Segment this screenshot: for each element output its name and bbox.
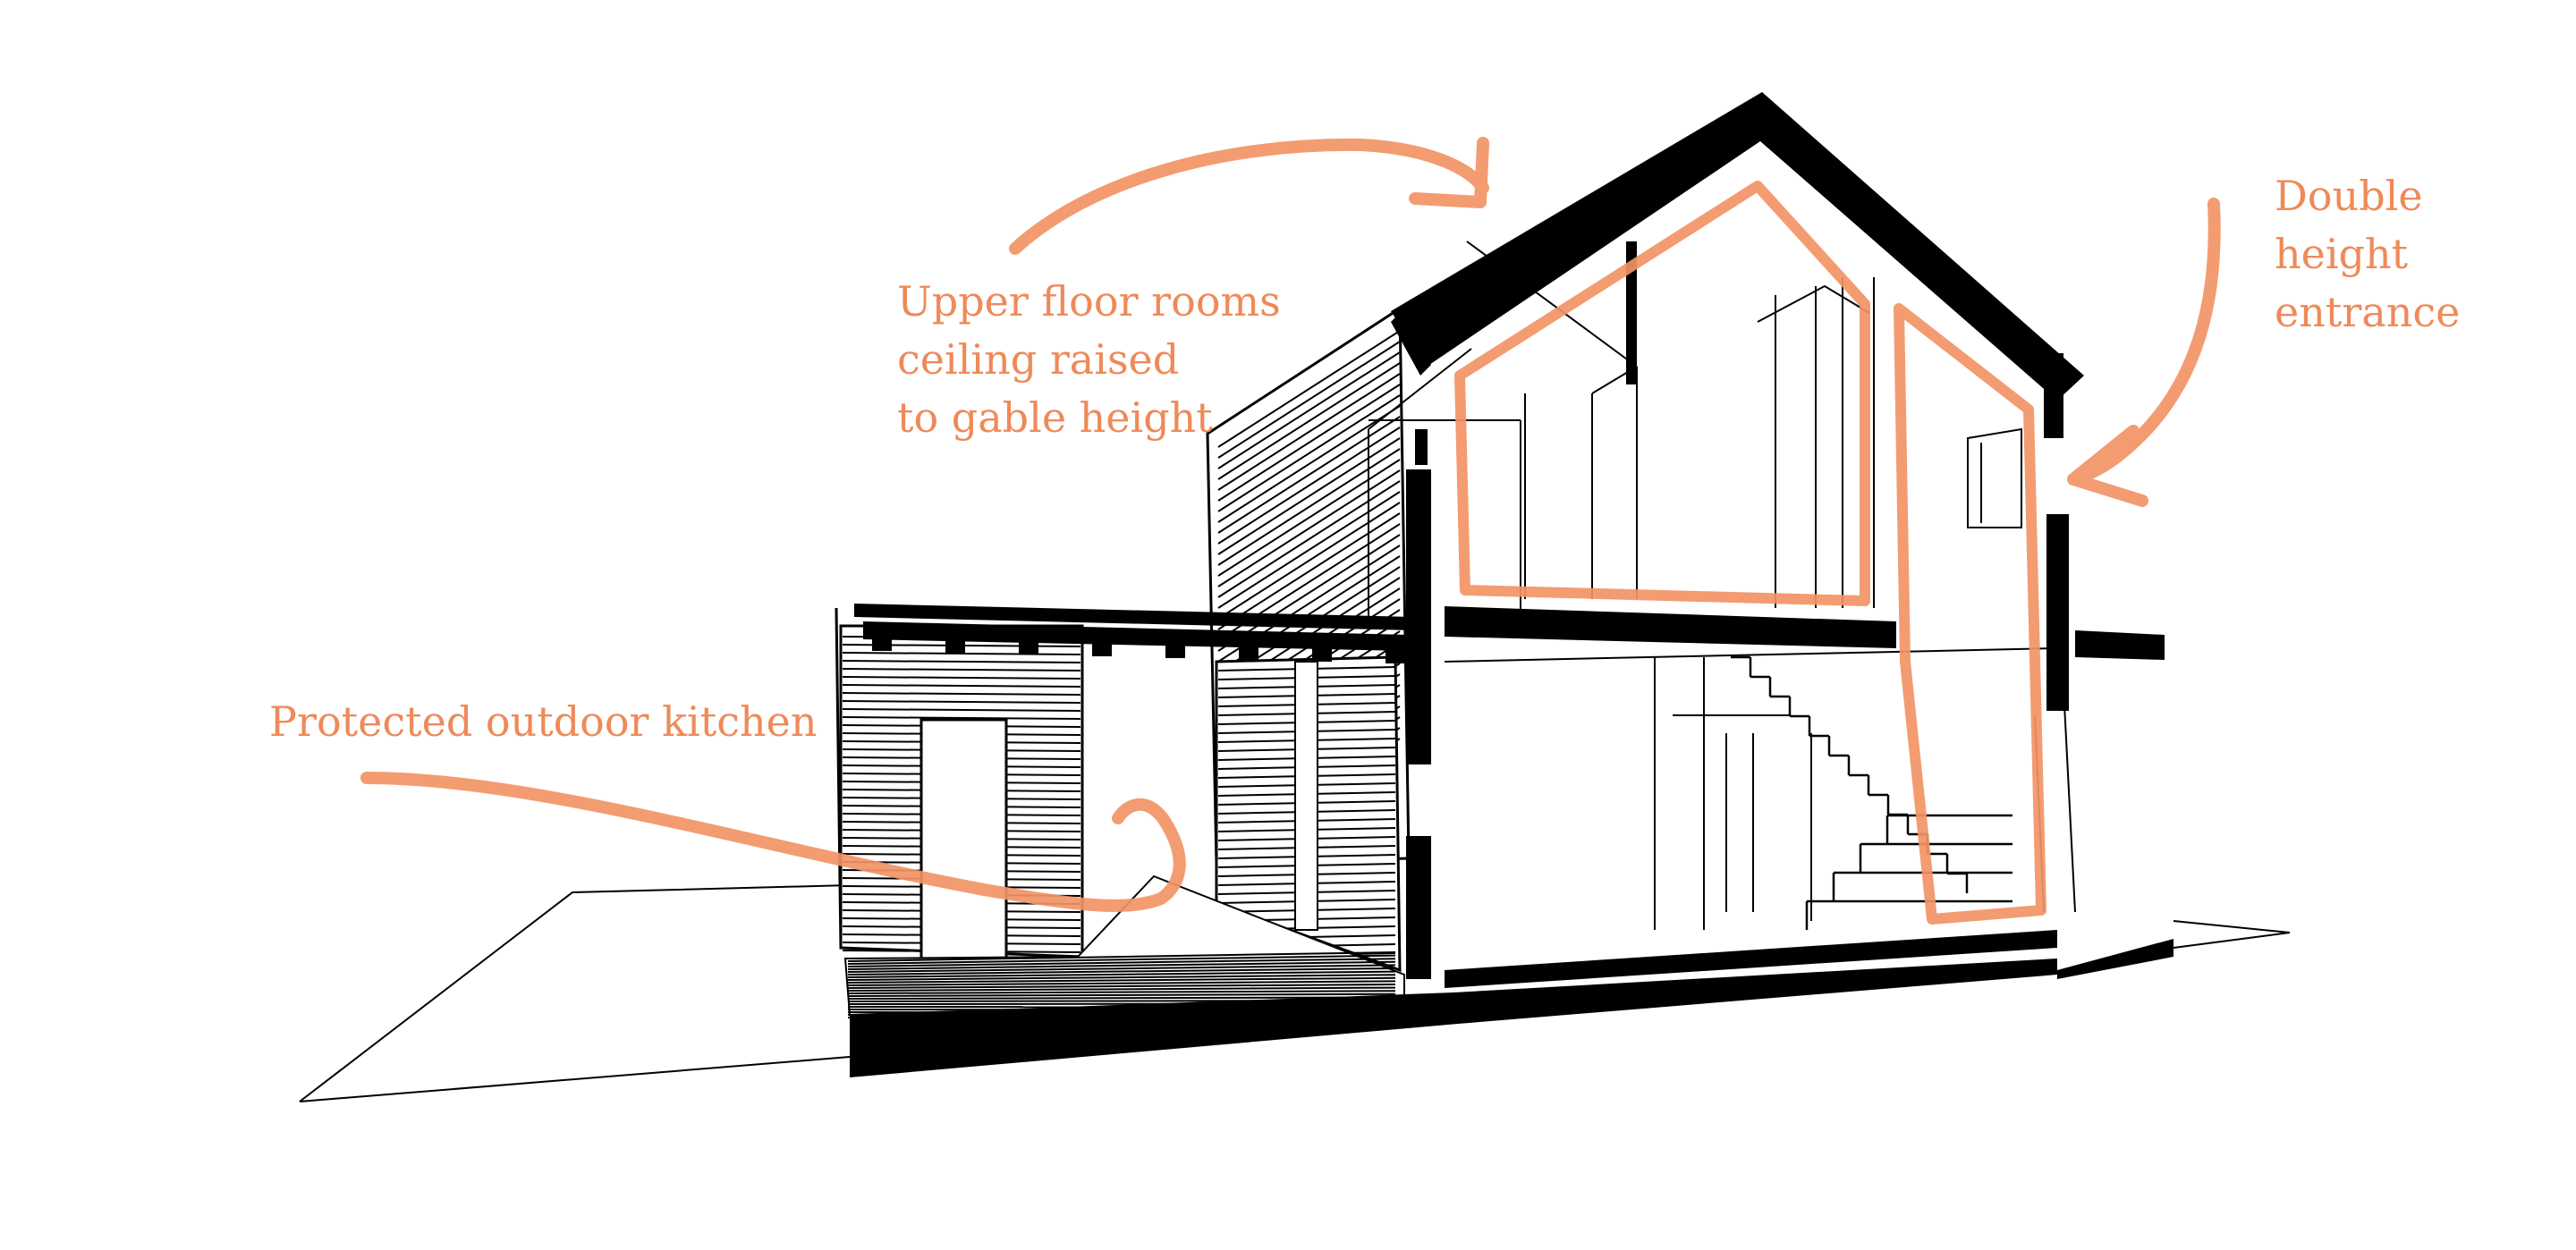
kitchen-arrow xyxy=(360,772,1186,912)
siding-line xyxy=(1217,362,1401,480)
siding-line xyxy=(1217,491,1401,609)
siding-line xyxy=(1217,351,1401,469)
deck-line xyxy=(847,967,1396,976)
siding-line xyxy=(1217,330,1401,448)
siding-line xyxy=(1217,469,1401,587)
ground-plane xyxy=(299,884,2291,1102)
rafter xyxy=(1312,637,1332,662)
upper-floor-arrow xyxy=(1009,138,1489,255)
deck-line xyxy=(847,970,1396,978)
annotation-outdoor-kitchen: Protected outdoor kitchen xyxy=(269,693,817,751)
siding-line xyxy=(1217,416,1401,534)
siding-line xyxy=(1217,373,1401,491)
rafter xyxy=(1165,633,1185,658)
siding-line xyxy=(1217,480,1401,598)
siding-line xyxy=(1217,341,1401,459)
annotation-arrows xyxy=(360,137,2221,912)
deck-line xyxy=(847,980,1396,986)
rafter xyxy=(872,626,892,651)
interior-lines xyxy=(1368,241,2076,930)
siding-line xyxy=(1217,384,1401,502)
siding-line xyxy=(1217,459,1401,577)
deck-line xyxy=(847,976,1396,984)
siding-line xyxy=(1217,437,1401,555)
deck-line xyxy=(847,960,1396,970)
deck-line xyxy=(847,990,1396,994)
deck-line xyxy=(847,974,1396,981)
foundation-slab xyxy=(850,939,2174,1077)
upper-floor-slab xyxy=(1445,606,1896,648)
annotation-upper-floor-rooms: Upper floor rooms ceiling raised to gabl… xyxy=(897,273,1281,447)
upper-rooms-highlight xyxy=(1454,181,1870,606)
kitchen-left-wall xyxy=(839,624,1084,961)
annotation-double-height-entrance: Double height entrance xyxy=(2275,167,2460,342)
staircase xyxy=(1731,655,2012,930)
siding-line xyxy=(842,652,1081,655)
siding-line xyxy=(842,716,1081,720)
annotation-line: height xyxy=(2275,230,2409,278)
entrance-arrow xyxy=(2067,198,2221,486)
siding-line xyxy=(842,708,1081,712)
siding-line xyxy=(1217,427,1401,545)
deck-line xyxy=(847,992,1396,997)
rafter xyxy=(1092,631,1112,656)
siding-line xyxy=(842,676,1081,680)
deck-line xyxy=(847,984,1396,989)
siding-line xyxy=(842,660,1081,663)
siding-line xyxy=(1217,405,1401,523)
pergola-rafters xyxy=(872,626,1405,663)
kitchen-doorway xyxy=(919,718,1008,961)
annotation-line: to gable height xyxy=(897,393,1213,442)
annotation-line: Double xyxy=(2275,172,2423,220)
entrance-highlight xyxy=(1894,303,2046,925)
siding-line xyxy=(1217,512,1401,630)
rafter xyxy=(1019,629,1038,655)
siding-line xyxy=(1217,394,1401,512)
deck-line xyxy=(847,964,1396,973)
annotation-line: entrance xyxy=(2275,288,2461,336)
siding-line xyxy=(842,692,1081,696)
pergola-roof xyxy=(835,604,1413,949)
deck-line xyxy=(847,958,1396,967)
rafter xyxy=(945,628,965,653)
gable-roof xyxy=(1391,92,2084,401)
deck-line xyxy=(847,954,1396,965)
section-cut xyxy=(850,92,2174,1077)
rafter xyxy=(1385,638,1405,663)
highlight-outlines xyxy=(1454,181,2046,925)
deck-line xyxy=(847,986,1396,992)
siding-line xyxy=(842,700,1081,704)
deck-line xyxy=(847,951,1396,962)
annotation-line: ceiling raised xyxy=(897,335,1180,384)
deck-line xyxy=(847,996,1396,1000)
rafter xyxy=(1239,635,1258,660)
siding-line xyxy=(1217,448,1401,566)
siding-line xyxy=(842,668,1081,671)
annotation-line: Upper floor rooms xyxy=(897,277,1281,325)
annotation-line: Protected outdoor kitchen xyxy=(269,697,818,746)
siding-line xyxy=(842,684,1081,688)
siding-line xyxy=(1217,502,1401,620)
